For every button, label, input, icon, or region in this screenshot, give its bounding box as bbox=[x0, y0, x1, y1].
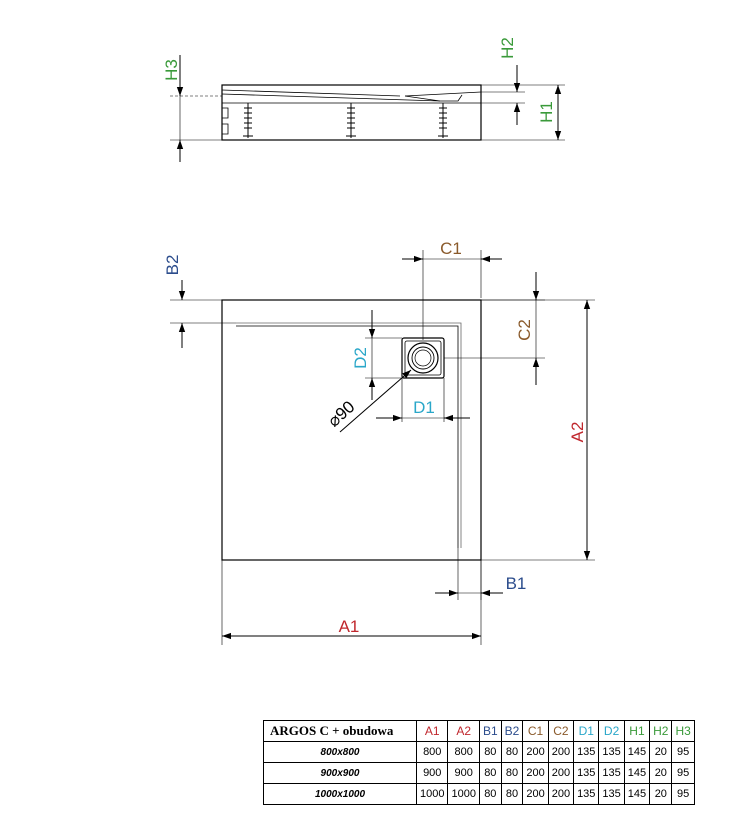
cell: 135 bbox=[573, 783, 600, 805]
col-a2: A2 bbox=[447, 720, 480, 742]
cell: 200 bbox=[522, 762, 549, 784]
leg bbox=[346, 103, 356, 138]
cell: 80 bbox=[478, 762, 502, 784]
table-row: 800x800 800 800 80 80 200 200 135 135 14… bbox=[263, 741, 695, 763]
tray-inner-edge-2 bbox=[236, 322, 462, 548]
dimensions-table: ARGOS C + obudowa A1 A2 B1 B2 C1 C2 D1 D… bbox=[263, 720, 695, 805]
cell: 95 bbox=[671, 762, 695, 784]
cell: 135 bbox=[573, 741, 600, 763]
cell: 135 bbox=[573, 762, 600, 784]
cell: 800 bbox=[447, 741, 480, 763]
col-h3: H3 bbox=[671, 720, 695, 742]
row-size: 1000x1000 bbox=[263, 783, 417, 805]
cell: 80 bbox=[500, 741, 524, 763]
col-b1: B1 bbox=[478, 720, 502, 742]
technical-drawing: H3 H2 H1 bbox=[162, 37, 595, 645]
label-d1: D1 bbox=[413, 398, 435, 417]
cell: 135 bbox=[598, 783, 625, 805]
label-a1: A1 bbox=[339, 617, 360, 636]
diameter-leader bbox=[339, 369, 412, 433]
cell: 1000 bbox=[415, 783, 449, 805]
table-title: ARGOS C + obudowa bbox=[263, 720, 417, 742]
cell: 20 bbox=[649, 783, 673, 805]
label-c1: C1 bbox=[440, 239, 462, 258]
cell: 135 bbox=[598, 762, 625, 784]
cell: 200 bbox=[522, 741, 549, 763]
side-view bbox=[170, 55, 565, 162]
cell: 145 bbox=[623, 741, 651, 763]
table-row: 1000x1000 1000 1000 80 80 200 200 135 13… bbox=[263, 783, 695, 805]
row-size: 800x800 bbox=[263, 741, 417, 763]
cell: 900 bbox=[415, 762, 449, 784]
label-b2: B2 bbox=[163, 255, 182, 276]
tray-inner-edge bbox=[236, 325, 459, 548]
cell: 80 bbox=[478, 783, 502, 805]
label-b1: B1 bbox=[506, 574, 527, 593]
col-h1: H1 bbox=[623, 720, 651, 742]
tray-rim-line bbox=[404, 91, 482, 97]
col-h2: H2 bbox=[649, 720, 673, 742]
top-view bbox=[170, 250, 595, 645]
cell: 80 bbox=[478, 741, 502, 763]
drain-slot bbox=[404, 94, 463, 102]
table-header-row: ARGOS C + obudowa A1 A2 B1 B2 C1 C2 D1 D… bbox=[263, 720, 695, 742]
cell: 95 bbox=[671, 783, 695, 805]
cell: 200 bbox=[522, 783, 549, 805]
cell: 800 bbox=[415, 741, 449, 763]
col-d1: D1 bbox=[573, 720, 600, 742]
label-a2: A2 bbox=[568, 422, 587, 443]
tray-outline bbox=[221, 299, 482, 561]
cell: 135 bbox=[598, 741, 625, 763]
cell: 20 bbox=[649, 762, 673, 784]
col-c2: C2 bbox=[547, 720, 575, 742]
col-d2: D2 bbox=[598, 720, 625, 742]
tray-top-slope bbox=[221, 89, 401, 97]
leg bbox=[243, 103, 253, 138]
cell: 1000 bbox=[447, 783, 480, 805]
cell: 145 bbox=[623, 783, 651, 805]
row-size: 900x900 bbox=[263, 762, 417, 784]
leg bbox=[438, 103, 448, 138]
cell: 145 bbox=[623, 762, 651, 784]
col-b2: B2 bbox=[500, 720, 524, 742]
label-h3: H3 bbox=[162, 59, 181, 81]
tray-top-slope-2 bbox=[221, 93, 441, 102]
cell: 80 bbox=[500, 783, 524, 805]
label-h2: H2 bbox=[498, 37, 517, 59]
cell: 900 bbox=[447, 762, 480, 784]
label-h1: H1 bbox=[537, 101, 556, 123]
label-d2: D2 bbox=[351, 347, 370, 369]
cell: 80 bbox=[500, 762, 524, 784]
cell: 20 bbox=[649, 741, 673, 763]
col-a1: A1 bbox=[415, 720, 449, 742]
cell: 95 bbox=[671, 741, 695, 763]
table-row: 900x900 900 900 80 80 200 200 135 135 14… bbox=[263, 762, 695, 784]
col-c1: C1 bbox=[522, 720, 549, 742]
cell: 200 bbox=[547, 783, 575, 805]
cell: 200 bbox=[547, 762, 575, 784]
side-notch bbox=[222, 107, 229, 135]
label-c2: C2 bbox=[515, 319, 534, 341]
cell: 200 bbox=[547, 741, 575, 763]
